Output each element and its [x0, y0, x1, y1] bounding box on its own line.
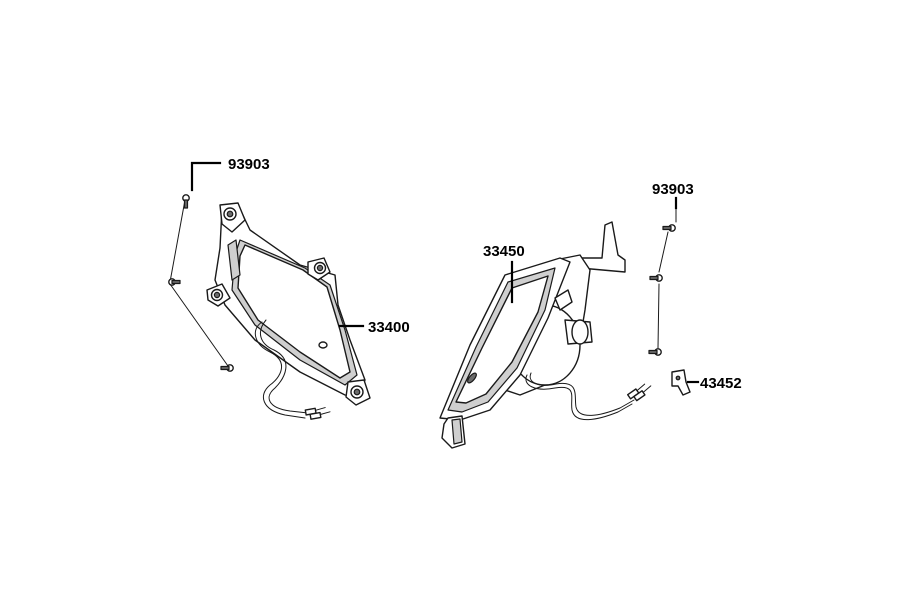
callout-93903-right: 93903 [652, 181, 694, 210]
left-wire-harness [254, 319, 331, 420]
label-33450: 33450 [483, 243, 525, 260]
callout-33400: 33400 [338, 319, 410, 336]
callout-33450: 33450 [483, 243, 525, 304]
right-wire-harness [525, 372, 652, 421]
right-screws [648, 204, 677, 356]
label-33400: 33400 [368, 319, 410, 336]
label-43452: 43452 [700, 375, 742, 392]
left-screws [168, 194, 234, 372]
small-bracket [671, 369, 691, 396]
right-turn-signal-assembly [439, 204, 691, 449]
callout-43452: 43452 [686, 375, 742, 392]
right-lamp-body [439, 221, 626, 449]
label-93903-right: 93903 [652, 181, 694, 198]
callout-93903-left: 93903 [190, 156, 270, 192]
label-93903-left: 93903 [228, 156, 270, 173]
left-turn-signal-assembly [168, 194, 371, 420]
left-lamp-body [206, 202, 371, 406]
